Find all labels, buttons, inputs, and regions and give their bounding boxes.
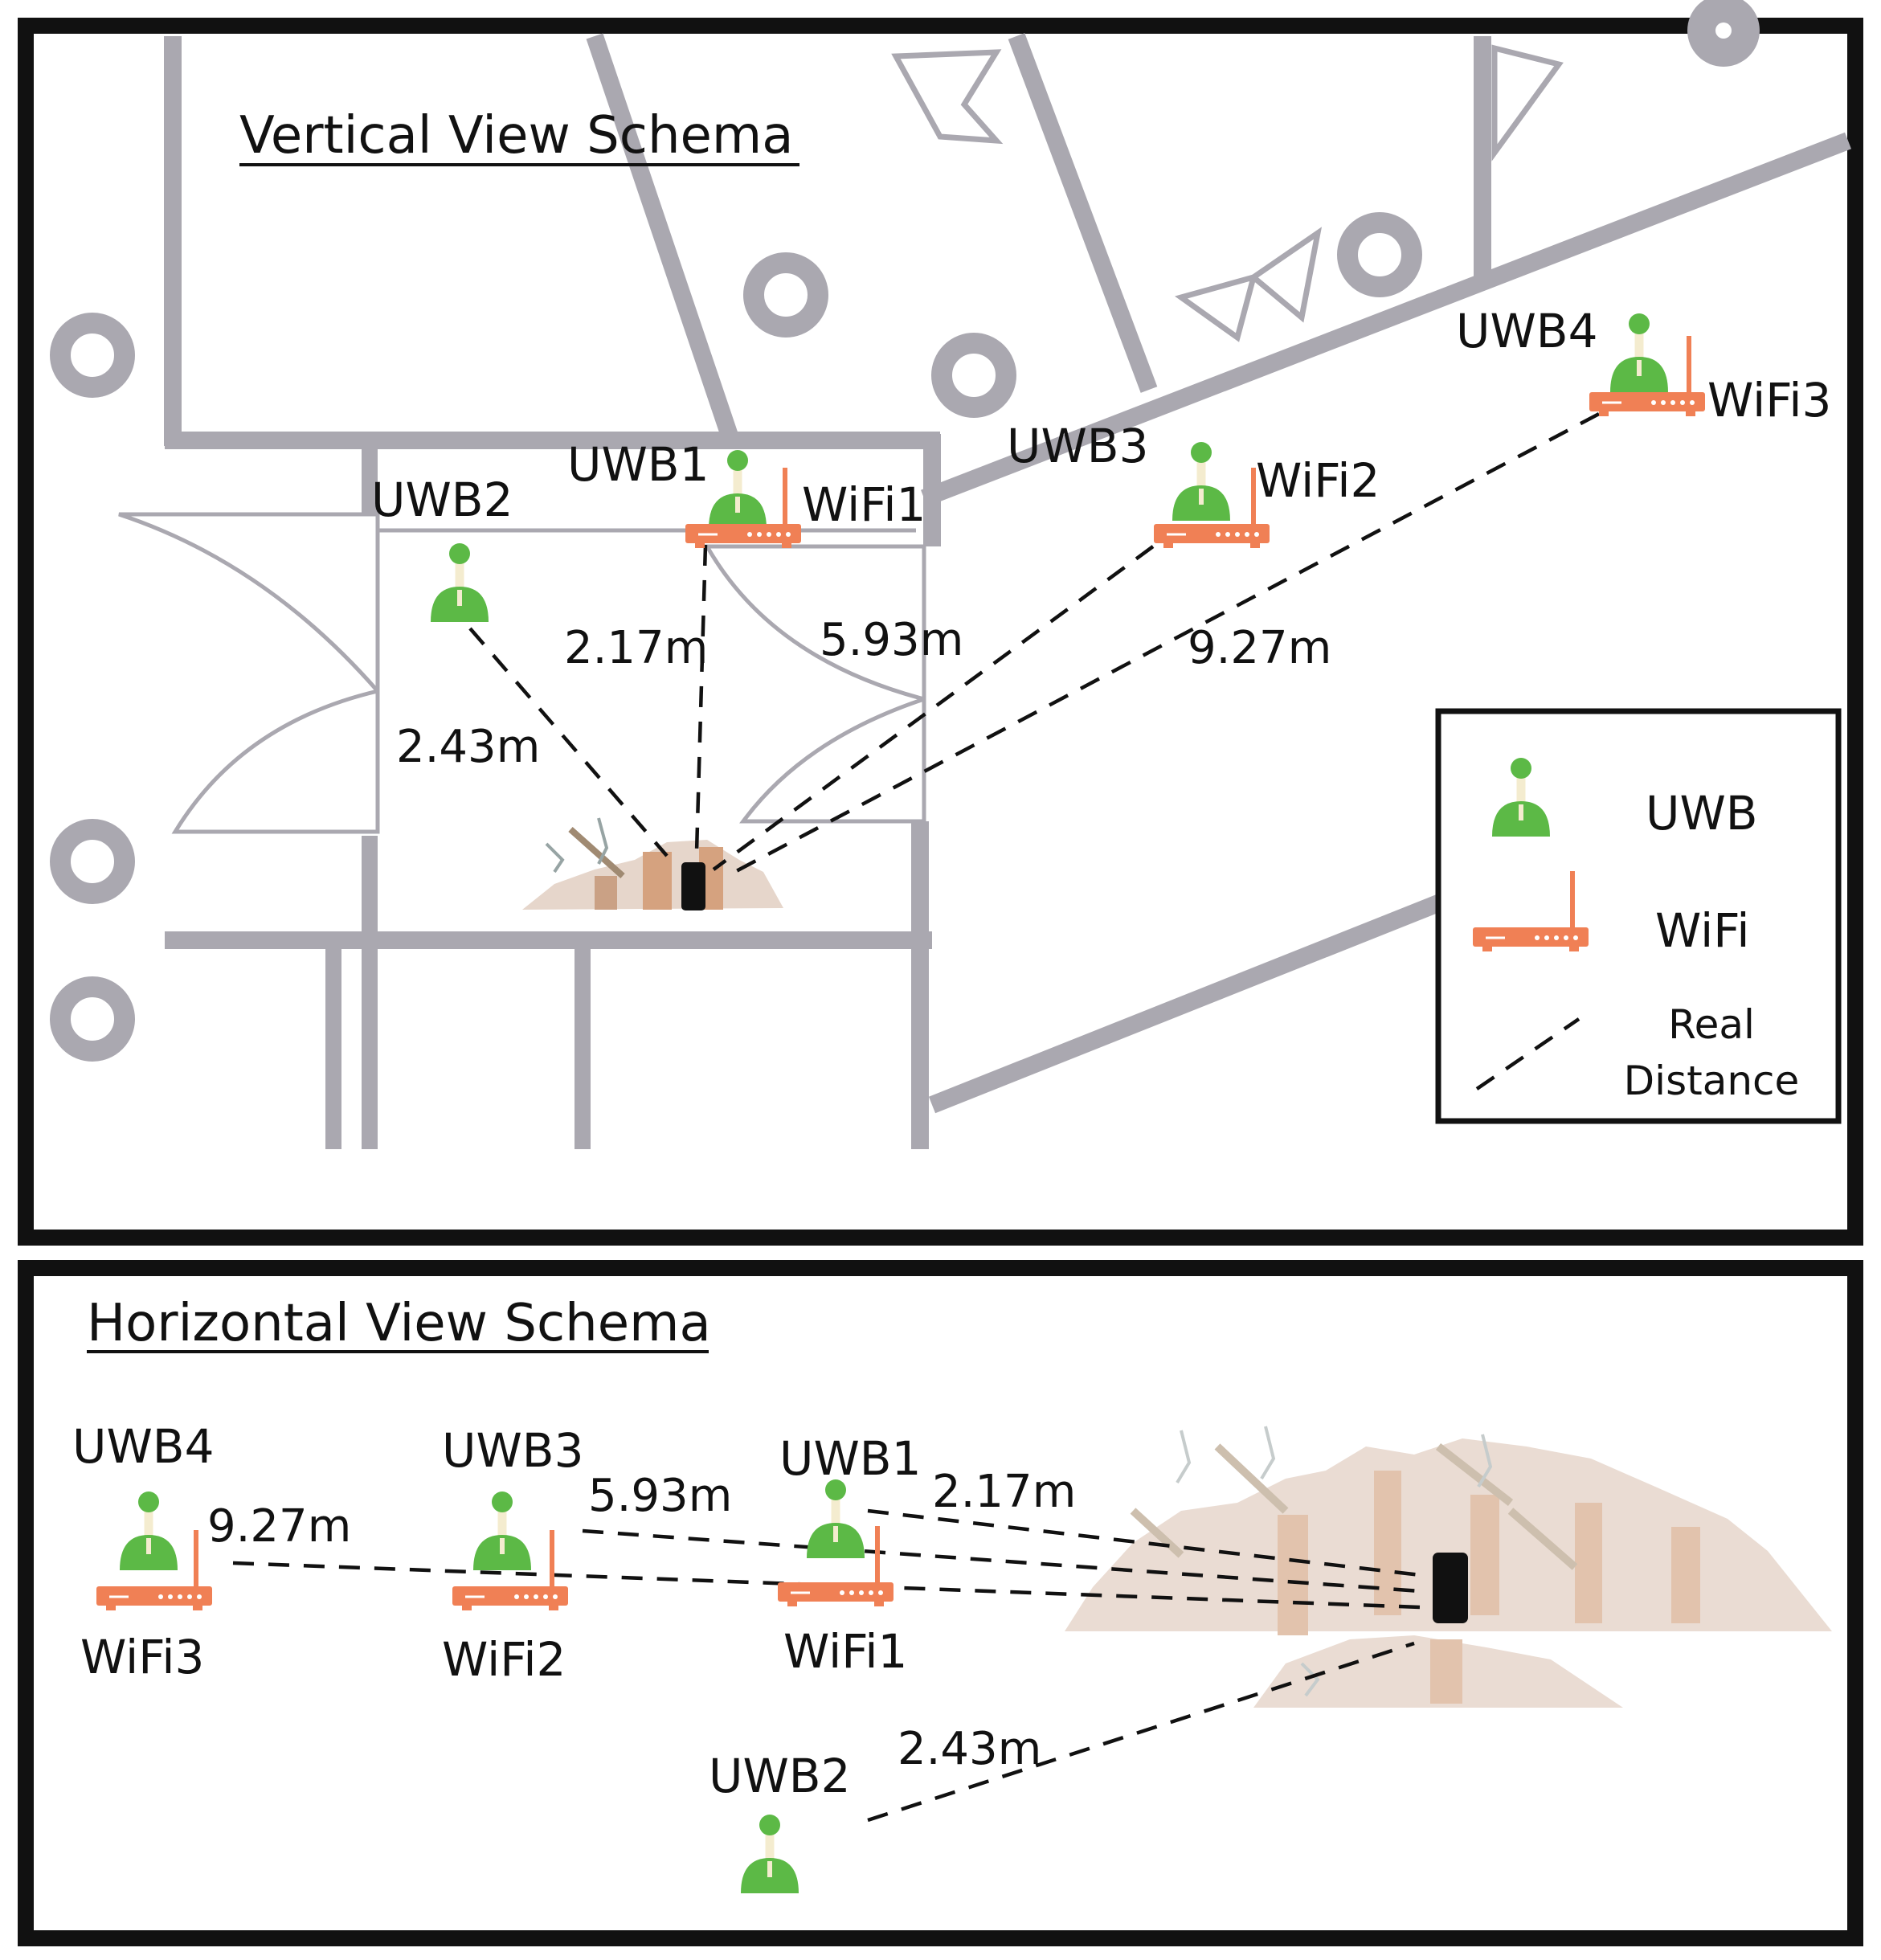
uwb-anchor-icon bbox=[807, 1479, 865, 1558]
horizontal-panel-frame bbox=[18, 1260, 1863, 1946]
uwb1-label: UWB1 bbox=[567, 437, 709, 492]
distance-line-uwb3 bbox=[712, 545, 1155, 871]
vertical-view-title: Vertical View Schema bbox=[239, 106, 793, 166]
uwb4-label: UWB4 bbox=[1456, 304, 1598, 358]
uwb-anchor-icon bbox=[741, 1815, 799, 1893]
horizontal-view-title: Horizontal View Schema bbox=[87, 1294, 711, 1353]
phone-icon bbox=[1433, 1553, 1468, 1623]
distance-label-uwb2: 2.43m bbox=[396, 721, 540, 773]
distance-line-uwb2 bbox=[867, 1641, 1415, 1823]
distance-label-uwb3: 5.93m bbox=[588, 1470, 732, 1522]
distance-line-uwb1 bbox=[694, 544, 708, 853]
legend-wifi-label: WiFi bbox=[1655, 903, 1749, 958]
uwb4-label: UWB4 bbox=[72, 1419, 215, 1474]
vertical-panel-frame bbox=[18, 18, 1863, 1246]
uwb1-label: UWB1 bbox=[779, 1431, 922, 1486]
legend-dash-sample bbox=[1475, 1017, 1580, 1090]
wifi2-label: WiFi2 bbox=[1256, 453, 1380, 508]
distance-label-uwb1: 2.17m bbox=[564, 622, 708, 674]
legend-uwb-label: UWB bbox=[1646, 786, 1758, 841]
distance-label-uwb2: 2.43m bbox=[898, 1723, 1041, 1775]
uwb-anchor-icon bbox=[473, 1491, 531, 1570]
uwb-anchor-icon bbox=[1172, 442, 1230, 521]
uwb-anchor-icon bbox=[709, 450, 767, 529]
distance-label-uwb3: 5.93m bbox=[820, 614, 963, 666]
rubble-icon bbox=[522, 817, 783, 910]
distance-label-uwb4: 9.27m bbox=[1188, 622, 1331, 674]
wifi3-label: WiFi3 bbox=[1707, 373, 1831, 428]
legend-box bbox=[1435, 708, 1842, 1124]
uwb-anchor-icon bbox=[431, 543, 489, 622]
uwb2-label: UWB2 bbox=[371, 473, 513, 527]
phone-icon bbox=[681, 862, 705, 910]
distance-label-uwb4: 9.27m bbox=[207, 1500, 351, 1553]
wifi1-label: WiFi1 bbox=[802, 477, 926, 532]
distance-line-uwb4 bbox=[726, 412, 1601, 878]
distance-label-uwb1: 2.17m bbox=[932, 1466, 1076, 1518]
legend-real-distance-line2: Distance bbox=[1624, 1058, 1800, 1104]
distance-line-uwb1 bbox=[867, 1508, 1421, 1577]
distance-line-uwb2 bbox=[468, 627, 669, 857]
wifi2-label: WiFi2 bbox=[442, 1632, 566, 1687]
wifi1-label: WiFi1 bbox=[783, 1624, 907, 1679]
floor-plan bbox=[60, 0, 1851, 1149]
uwb3-label: UWB3 bbox=[1007, 419, 1149, 473]
legend-real-distance-line1: Real bbox=[1668, 1001, 1755, 1048]
uwb2-label: UWB2 bbox=[709, 1749, 851, 1803]
wifi3-label: WiFi3 bbox=[80, 1630, 204, 1684]
uwb-anchor-icon bbox=[120, 1491, 178, 1570]
uwb-anchor-icon bbox=[1610, 313, 1668, 392]
distance-line-uwb4 bbox=[232, 1561, 1421, 1610]
legend: UWB WiFi Real Distance bbox=[1435, 708, 1842, 1124]
uwb3-label: UWB3 bbox=[442, 1423, 584, 1478]
